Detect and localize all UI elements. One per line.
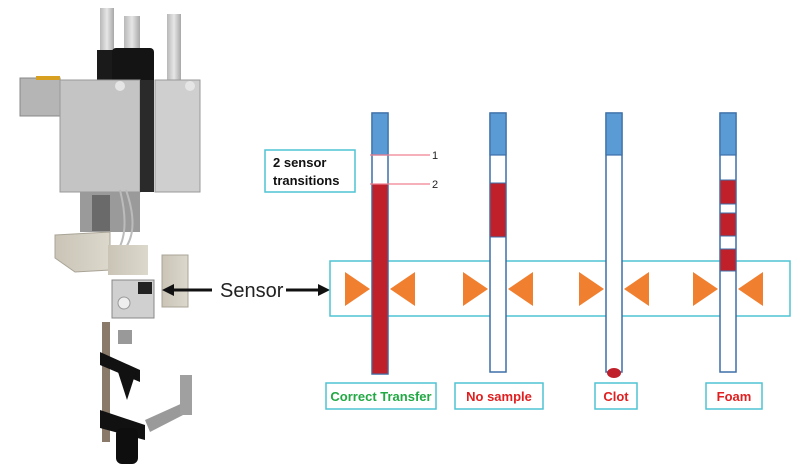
sensor-triangle-left-icon	[463, 272, 488, 306]
arrow-head-right-icon	[318, 284, 330, 296]
marker-label-2: 2	[432, 179, 438, 191]
sensor-triangle-right-icon	[738, 272, 763, 306]
sensor-triangle-right-icon	[390, 272, 415, 306]
tube-no-sample	[463, 112, 533, 373]
tubes-group	[345, 112, 763, 378]
sensor-triangle-left-icon	[579, 272, 604, 306]
tube-top-segment	[489, 112, 507, 156]
callout-box	[264, 149, 356, 193]
sensor-label: Sensor	[220, 280, 284, 302]
tube-clot	[579, 112, 649, 378]
tube-correct-transfer	[345, 112, 415, 375]
sensor-zone-box	[329, 260, 791, 317]
label-box	[454, 382, 544, 410]
label-correct-transfer: Correct Transfer	[325, 382, 437, 410]
label-text: Clot	[603, 389, 629, 404]
tube-foam	[693, 112, 763, 373]
label-no-sample: No sample	[454, 382, 544, 410]
label-text: Foam	[717, 389, 752, 404]
sample-segment	[719, 179, 737, 205]
label-foam: Foam	[705, 382, 763, 410]
label-box	[594, 382, 638, 410]
tube-top-segment	[605, 112, 623, 156]
label-text: Correct Transfer	[330, 389, 431, 404]
sample-segment	[719, 248, 737, 272]
pin-3	[167, 14, 181, 84]
sample-segment	[719, 212, 737, 237]
arrow-head-left-icon	[162, 284, 174, 296]
sensor-triangle-left-icon	[693, 272, 718, 306]
label-box	[705, 382, 763, 410]
callout-line-2: transitions	[273, 173, 339, 188]
label-clot: Clot	[594, 382, 638, 410]
sensor-triangle-right-icon	[508, 272, 533, 306]
pipetting-device-illustration	[19, 8, 201, 464]
pin-1	[100, 8, 114, 58]
tube-top-segment	[371, 112, 389, 156]
label-box	[325, 382, 437, 410]
sample-segment	[489, 182, 507, 238]
label-text: No sample	[466, 389, 532, 404]
callout-line-1: 2 sensor	[273, 155, 326, 170]
tube-top-segment	[719, 112, 737, 156]
sample-segment	[371, 183, 389, 375]
sensor-triangle-left-icon	[345, 272, 370, 306]
marker-label-1: 1	[432, 150, 438, 162]
tube-labels-group: Correct Transfer No sample Clot Foam	[325, 382, 763, 410]
sensor-triangle-right-icon	[624, 272, 649, 306]
clot-droplet	[607, 368, 621, 378]
